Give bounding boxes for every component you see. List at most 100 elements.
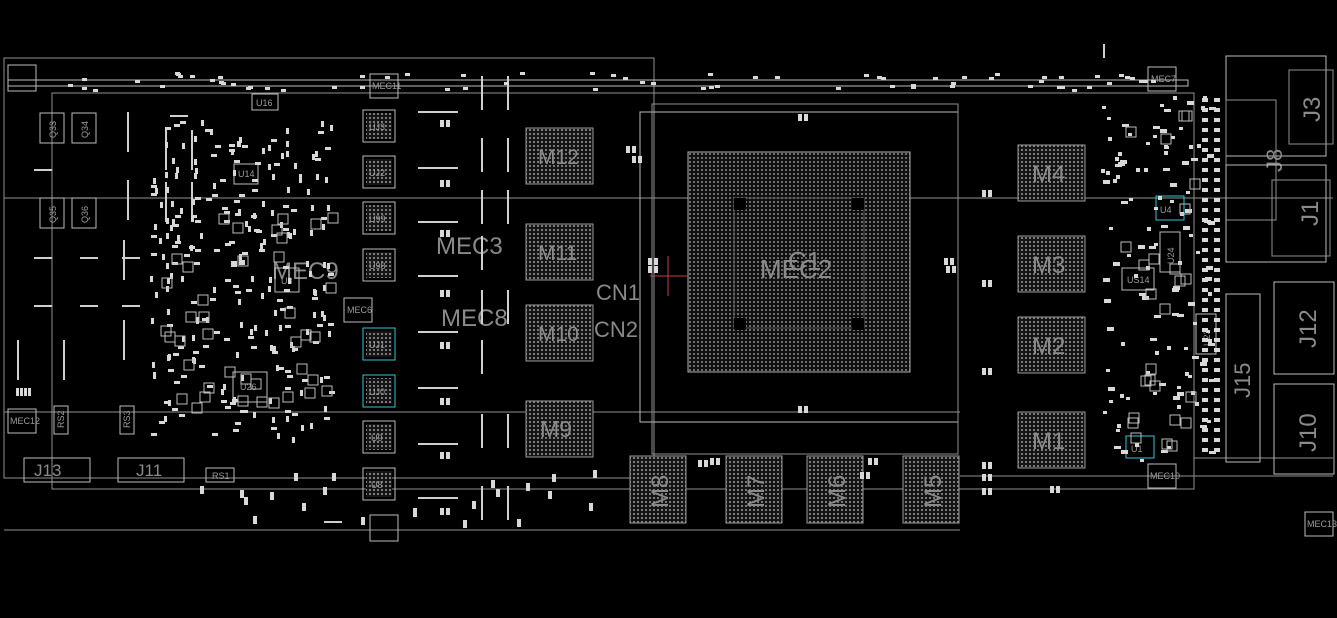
connector-j13[interactable] <box>23 457 91 483</box>
connector-j1[interactable] <box>1225 164 1331 263</box>
pad <box>836 87 841 90</box>
pad <box>288 278 291 284</box>
memory-chip-m12[interactable] <box>525 127 594 185</box>
pad <box>175 215 181 218</box>
pad <box>1145 363 1157 375</box>
memory-chip-m9[interactable] <box>525 400 594 458</box>
memory-chip-m11[interactable] <box>525 223 594 281</box>
pad <box>182 261 194 273</box>
memory-chip-m1[interactable] <box>1017 411 1086 469</box>
label-m1: M1 <box>1032 428 1065 455</box>
pad <box>253 412 256 418</box>
pad <box>405 73 410 76</box>
pad <box>1205 277 1212 281</box>
resistor-rs2[interactable] <box>53 405 69 435</box>
pad <box>299 177 302 183</box>
ic-u98[interactable] <box>362 248 396 282</box>
memory-chip-m3[interactable] <box>1017 235 1086 293</box>
fet-q36[interactable] <box>71 197 97 229</box>
pad <box>1149 380 1161 392</box>
memory-chip-m5[interactable] <box>902 455 960 524</box>
pad <box>1171 136 1175 139</box>
connector-j8-pins[interactable] <box>1225 99 1277 221</box>
pad <box>944 258 948 265</box>
ic-uj3[interactable] <box>362 109 396 143</box>
pad <box>191 402 203 414</box>
pad <box>1214 388 1220 392</box>
mounting-hole-bottom[interactable] <box>369 514 399 542</box>
connector-j10[interactable] <box>1273 383 1335 475</box>
label-mec3: MEC3 <box>436 233 503 260</box>
pad <box>263 239 266 245</box>
memory-chip-m8[interactable] <box>629 455 687 524</box>
ic-u9[interactable] <box>362 420 396 454</box>
pad <box>212 433 218 436</box>
ic-uj2[interactable] <box>362 155 396 189</box>
resistor-rs1[interactable] <box>205 467 235 483</box>
mounting-hole-mec12[interactable] <box>7 408 37 434</box>
memory-chip-m6[interactable] <box>806 455 864 524</box>
mounting-hole-mec10[interactable] <box>1147 463 1177 489</box>
pad <box>651 82 656 85</box>
fet-q35[interactable] <box>39 197 65 229</box>
pad <box>207 385 213 388</box>
pad <box>282 391 294 403</box>
pad <box>1202 318 1208 322</box>
mounting-hole-mec6[interactable] <box>343 297 373 323</box>
label-m2: M2 <box>1032 333 1065 360</box>
ic-uj1[interactable] <box>362 327 396 361</box>
ic-u26[interactable] <box>232 371 268 403</box>
pad <box>242 145 248 148</box>
memory-chip-m7[interactable] <box>725 455 783 524</box>
pad <box>1202 118 1208 122</box>
pad <box>552 474 556 482</box>
ic-uj0[interactable] <box>362 374 396 408</box>
ic-u99[interactable] <box>362 201 396 235</box>
connector-j15[interactable] <box>1225 293 1261 463</box>
fet-q34[interactable] <box>71 112 97 144</box>
pad <box>203 345 209 348</box>
pad <box>472 501 476 509</box>
mounting-hole-mec7[interactable] <box>1147 66 1177 92</box>
ic-u1[interactable] <box>1125 435 1155 459</box>
pad <box>1208 339 1212 343</box>
pad <box>1202 298 1208 302</box>
mounting-hole-mec13[interactable] <box>1304 511 1334 537</box>
pad <box>1208 343 1215 346</box>
memory-chip-m2[interactable] <box>1017 316 1086 374</box>
label-q34: Q34 <box>80 121 90 138</box>
cpu-bga-c1[interactable] <box>687 151 911 373</box>
pad <box>911 84 916 87</box>
pad <box>175 173 178 179</box>
pad <box>1202 158 1208 162</box>
pad <box>194 136 197 142</box>
pad <box>1202 288 1208 292</box>
connector-j12[interactable] <box>1273 281 1335 375</box>
connector-j11[interactable] <box>117 457 185 483</box>
ic-u16[interactable] <box>251 93 279 111</box>
pad <box>161 277 173 289</box>
pad <box>234 261 237 267</box>
resistor-rs3[interactable] <box>119 405 135 435</box>
pad <box>1167 446 1171 449</box>
ic-u23[interactable] <box>1195 313 1217 355</box>
ic-u8[interactable] <box>362 467 396 501</box>
pad <box>289 233 292 239</box>
pad <box>315 151 318 157</box>
pad <box>151 235 157 238</box>
label-mec10: MEC10 <box>1150 471 1180 481</box>
label-u9: U9 <box>371 433 383 443</box>
memory-chip-m10[interactable] <box>525 304 594 362</box>
ic-us14[interactable] <box>1121 267 1155 291</box>
pad <box>1188 375 1192 378</box>
pad <box>325 282 337 294</box>
pad <box>166 263 169 269</box>
pad <box>446 180 450 187</box>
mounting-hole-mec11[interactable] <box>369 73 399 99</box>
pad <box>206 198 212 201</box>
fet-q33[interactable] <box>39 112 65 144</box>
mounting-hole-corner[interactable] <box>7 64 37 92</box>
label-u8: U8 <box>371 480 383 490</box>
memory-chip-m4[interactable] <box>1017 144 1086 202</box>
